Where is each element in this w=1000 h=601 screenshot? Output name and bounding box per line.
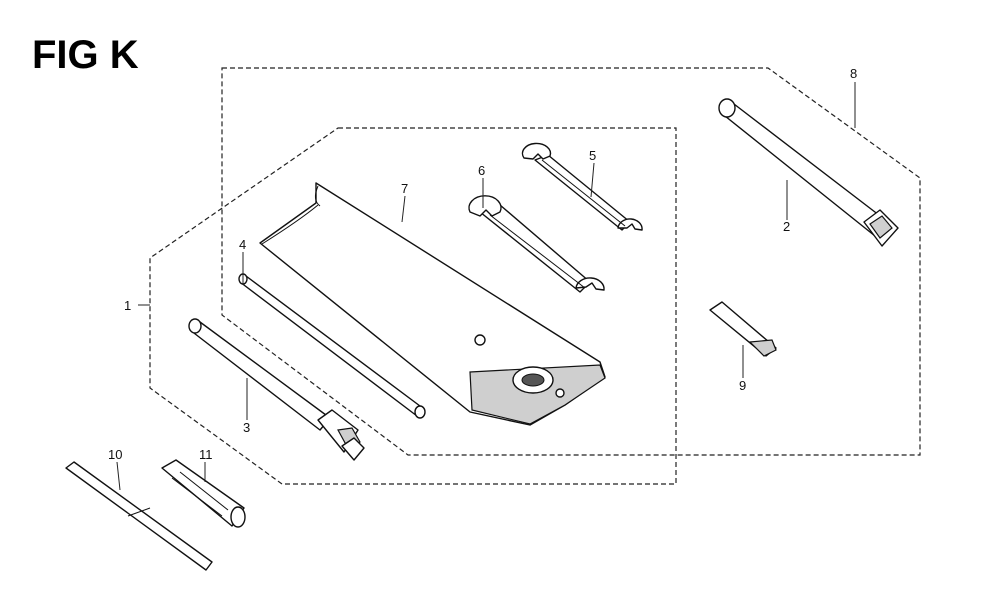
callout-2: 2	[783, 219, 790, 234]
callout-7: 7	[401, 181, 408, 196]
outer-kit-outline	[221, 67, 921, 456]
callout-3: 3	[243, 420, 250, 435]
tool-bag	[259, 182, 606, 426]
screwdriver-bit	[709, 301, 777, 357]
callout-9: 9	[739, 378, 746, 393]
box-wrench	[188, 318, 365, 461]
screwdriver-grip	[161, 459, 246, 528]
figure-title: FIG K	[32, 33, 139, 77]
callout-8: 8	[850, 66, 857, 81]
callout-5: 5	[589, 148, 596, 163]
callout-4: 4	[239, 237, 246, 252]
inner-kit-outline	[149, 127, 677, 485]
callout-6: 6	[478, 163, 485, 178]
spark-plug-wrench-handle	[718, 98, 899, 247]
screwdriver-shaft	[65, 461, 213, 571]
callout-11: 11	[199, 447, 213, 462]
open-end-wrench-large	[468, 195, 605, 293]
callout-10: 10	[108, 447, 122, 462]
callout-1: 1	[124, 298, 131, 313]
open-end-wrench-small	[521, 142, 643, 231]
